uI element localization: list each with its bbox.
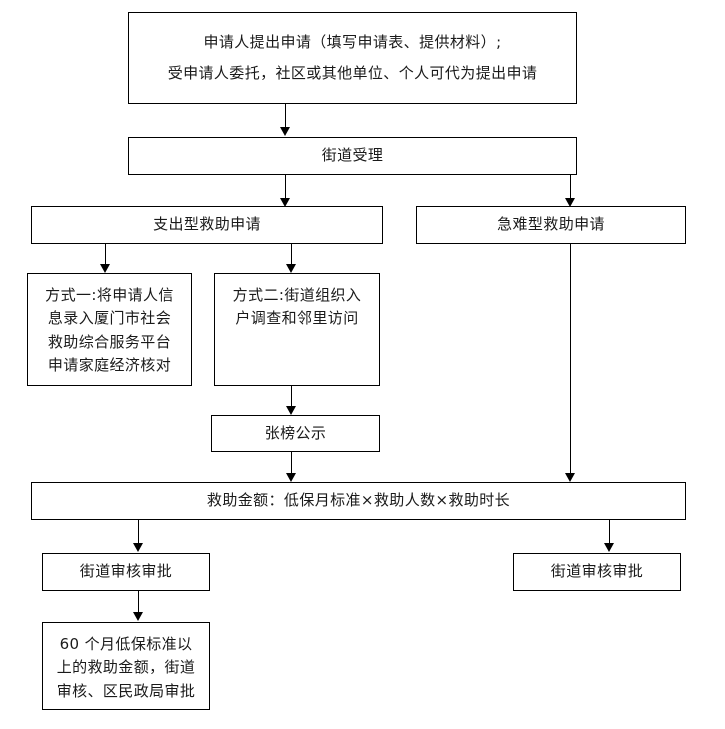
connector-emergency-to-amount-arrow	[565, 473, 575, 482]
node-public-notice-label: 张榜公示	[264, 423, 327, 442]
node-method-two-line-2: 户调查和邻里访问	[235, 309, 359, 328]
node-expenditure-type-application: 支出型救助申请	[31, 206, 383, 244]
node-emergency-type-application: 急难型救助申请	[416, 206, 686, 244]
connector-expenditure-to-method-one-line	[105, 244, 106, 267]
node-method-one-line-2: 息录入厦门市社会	[47, 309, 172, 328]
connector-amount-to-street-review-right-line	[609, 520, 610, 545]
node-street-acceptance-label: 街道受理	[321, 146, 384, 165]
node-street-review-approval-right-label: 街道审核审批	[550, 562, 644, 581]
connector-emergency-to-amount-line	[570, 244, 571, 476]
connector-expenditure-to-method-two-arrow	[286, 264, 296, 273]
node-street-acceptance: 街道受理	[128, 137, 577, 175]
connector-street-review-left-to-district-review-line	[138, 591, 139, 615]
node-method-two: 方式二:街道组织入 户调查和邻里访问	[214, 273, 380, 386]
connector-public-notice-to-amount-line	[291, 452, 292, 476]
connector-expenditure-to-method-two-line	[291, 244, 292, 267]
connector-street-accept-to-expenditure-line	[285, 175, 286, 201]
connector-street-accept-to-expenditure-arrow	[280, 198, 290, 207]
node-district-review-line-2: 上的救助金额，街道	[56, 658, 196, 677]
node-street-review-approval-left-label: 街道审核审批	[79, 562, 173, 581]
node-applicant-submits-application: 申请人提出申请（填写申请表、提供材料）; 受申请人委托，社区或其他单位、个人可代…	[128, 12, 577, 104]
node-district-civil-affairs-review: 60 个月低保标准以 上的救助金额，街道 审核、区民政局审批	[42, 622, 210, 710]
node-method-two-line-1: 方式二:街道组织入	[232, 286, 362, 304]
node-applicant-line-2: 受申请人委托，社区或其他单位、个人可代为提出申请	[167, 64, 538, 82]
connector-amount-to-street-review-left-line	[138, 520, 139, 545]
node-public-notice: 张榜公示	[211, 415, 380, 452]
node-district-review-line-3: 审核、区民政局审批	[56, 681, 196, 700]
connector-public-notice-to-amount-arrow	[286, 473, 296, 482]
connector-method-two-to-public-notice-line	[291, 386, 292, 409]
node-district-review-line-1: 60 个月低保标准以	[59, 635, 193, 653]
node-street-review-approval-right: 街道审核审批	[513, 553, 681, 591]
node-assistance-amount-formula: 救助金额：低保月标准×救助人数×救助时长	[31, 482, 686, 520]
connector-expenditure-to-method-one-arrow	[100, 264, 110, 273]
connector-street-review-left-to-district-review-arrow	[133, 612, 143, 621]
connector-method-two-to-public-notice-arrow	[286, 406, 296, 415]
connector-apply-to-street-accept-arrow	[280, 127, 290, 136]
connector-amount-to-street-review-left-arrow	[133, 543, 143, 552]
node-method-one: 方式一:将申请人信 息录入厦门市社会 救助综合服务平台 申请家庭经济核对	[27, 273, 192, 386]
node-street-review-approval-left: 街道审核审批	[42, 553, 210, 591]
node-emergency-type-label: 急难型救助申请	[497, 215, 605, 234]
node-expenditure-type-label: 支出型救助申请	[153, 215, 261, 234]
node-assistance-amount-label: 救助金额：低保月标准×救助人数×救助时长	[206, 491, 511, 510]
connector-street-accept-to-emergency-line	[570, 175, 571, 201]
connector-street-accept-to-emergency-arrow	[565, 198, 575, 207]
node-method-one-line-1: 方式一:将申请人信	[45, 286, 174, 304]
node-method-one-line-3: 救助综合服务平台	[47, 332, 172, 351]
connector-amount-to-street-review-right-arrow	[604, 543, 614, 552]
node-applicant-line-1: 申请人提出申请（填写申请表、提供材料）;	[203, 32, 502, 51]
node-method-one-line-4: 申请家庭经济核对	[47, 355, 172, 374]
connector-apply-to-street-accept-line	[285, 104, 286, 129]
